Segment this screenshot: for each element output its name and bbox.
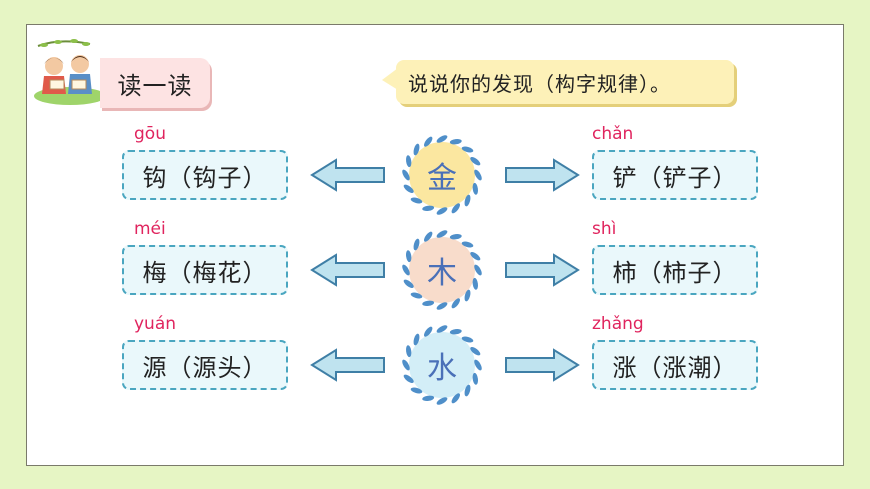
leaf-wreath-icon	[402, 325, 482, 405]
pinyin-label: gōu	[134, 124, 166, 144]
left-arrow-icon	[310, 253, 385, 287]
pinyin-label: yuán	[134, 314, 177, 334]
word-box-water-right: 涨（涨潮）	[592, 340, 758, 390]
right-arrow-icon	[505, 348, 580, 382]
word-box-metal-left: 钩（钩子）	[122, 150, 288, 200]
radical-character: 金	[427, 161, 457, 196]
radical-character: 水	[427, 351, 457, 386]
pinyin-label: méi	[134, 219, 166, 239]
prompt-bubble: 说说你的发现（构字规律）。	[396, 60, 734, 104]
leaf-wreath-icon	[402, 135, 482, 215]
pinyin-label: chǎn	[592, 124, 634, 144]
word-box-wood-left: 梅（梅花）	[122, 245, 288, 295]
left-arrow-icon	[310, 348, 385, 382]
pinyin-label: zhǎng	[592, 314, 644, 334]
radical-character: 木	[427, 256, 457, 291]
left-arrow-icon	[310, 158, 385, 192]
right-arrow-icon	[505, 253, 580, 287]
right-arrow-icon	[505, 158, 580, 192]
leaf-wreath-icon	[402, 230, 482, 310]
radical-water: 水	[400, 323, 484, 407]
speech-bubble-tail	[382, 68, 398, 90]
word-box-metal-right: 铲（铲子）	[592, 150, 758, 200]
section-title: 读一读	[100, 58, 210, 108]
word-box-water-left: 源（源头）	[122, 340, 288, 390]
radical-metal: 金	[400, 133, 484, 217]
radical-wood: 木	[400, 228, 484, 312]
pinyin-label: shì	[592, 219, 617, 239]
word-box-wood-right: 柿（柿子）	[592, 245, 758, 295]
kids-reading-illustration	[34, 39, 106, 105]
